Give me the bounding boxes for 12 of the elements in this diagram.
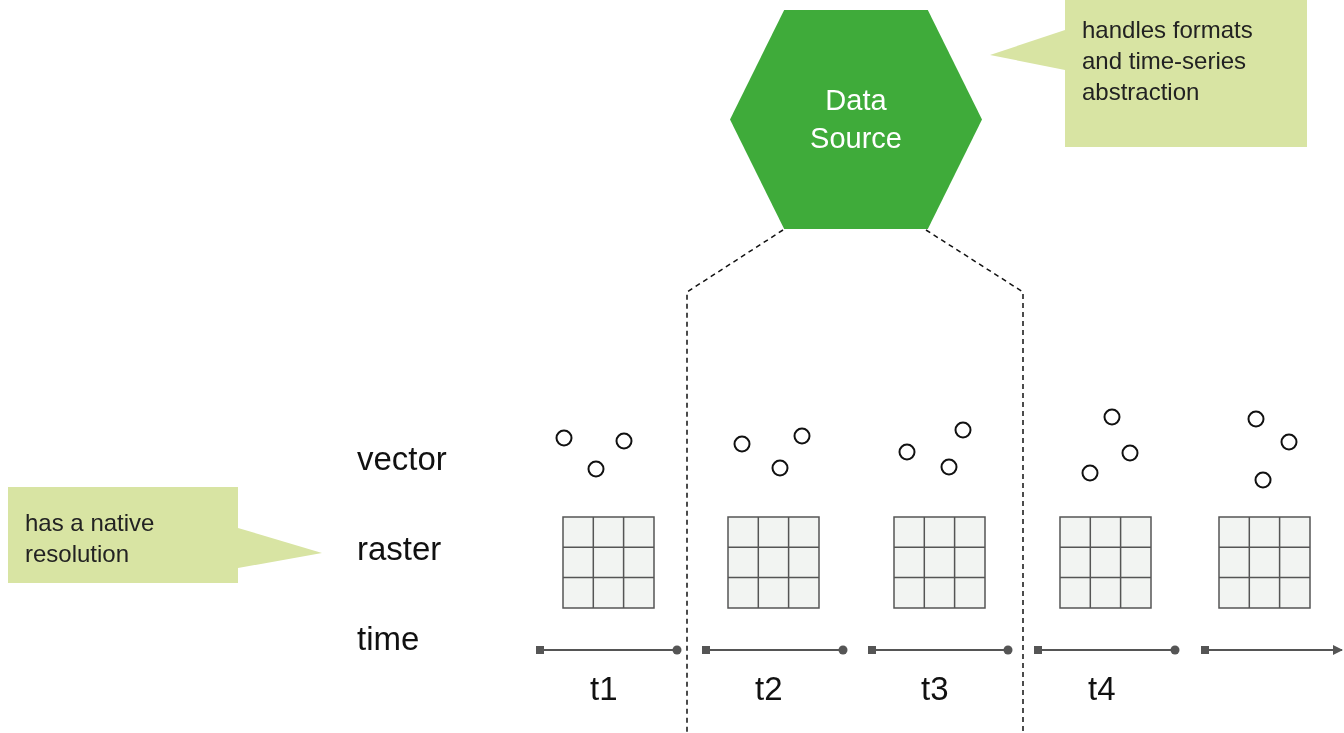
callout-note: has a native resolution bbox=[8, 487, 238, 583]
callout-note: handles formats and time-series abstraction bbox=[1065, 0, 1307, 147]
row-label: time bbox=[357, 620, 420, 658]
callout-tail bbox=[238, 528, 322, 568]
row-label: vector bbox=[357, 440, 447, 478]
time-label: t3 bbox=[921, 670, 949, 708]
time-label: t2 bbox=[755, 670, 783, 708]
time-label: t4 bbox=[1088, 670, 1116, 708]
node-label: Data Source bbox=[809, 82, 903, 156]
time-label: t1 bbox=[590, 670, 618, 708]
row-label: raster bbox=[357, 530, 442, 568]
callout-tail bbox=[990, 30, 1065, 70]
